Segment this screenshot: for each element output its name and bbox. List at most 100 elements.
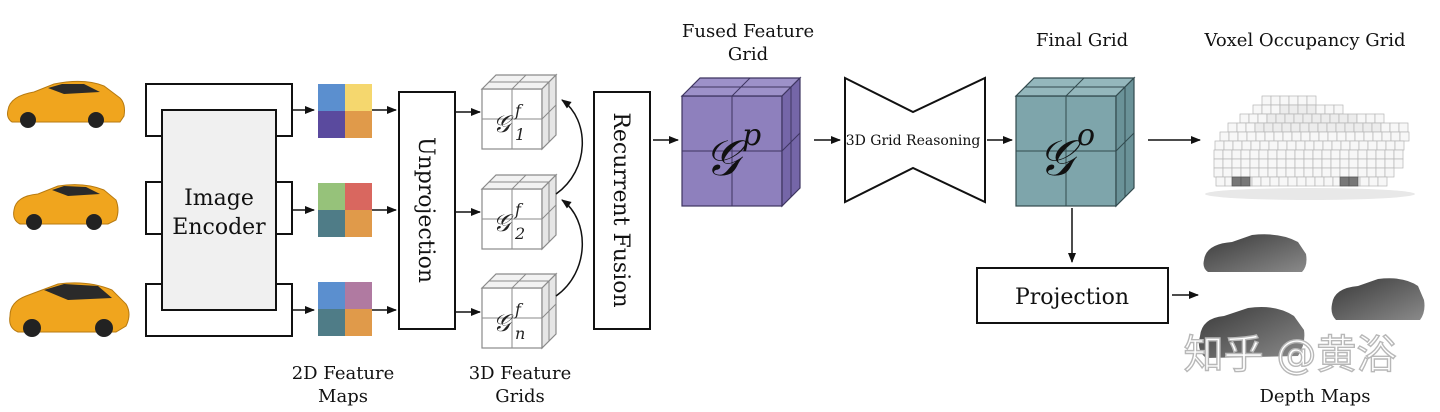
voxel [1303,149,1314,160]
feature-map-cell [318,210,345,237]
voxel [1317,122,1328,133]
voxel [1303,158,1314,169]
voxel [1313,140,1324,151]
voxel [1384,149,1395,160]
voxel [1236,122,1247,133]
voxel [1376,140,1387,151]
voxel [1353,122,1364,133]
voxel [1348,167,1359,178]
feature-map-cell [318,282,345,309]
voxel [1297,104,1308,115]
cube-grid-line [541,303,557,319]
feature-grid-n [480,272,558,350]
voxel [1273,131,1284,142]
feature-map-cell [345,210,372,237]
voxel [1375,158,1386,169]
voxel [1277,140,1288,151]
voxel [1254,122,1265,133]
voxel [1389,122,1400,133]
voxel [1275,113,1286,124]
voxel [1321,167,1332,178]
voxel [1213,167,1224,178]
feature-map-cell [345,309,372,336]
projection-label: Projection [1015,285,1129,310]
unprojection-label: Unprojection [413,137,438,283]
voxel [1258,158,1269,169]
voxel [1215,176,1226,187]
voxel [1281,122,1292,133]
voxel [1222,158,1233,169]
voxel [1232,140,1243,151]
voxel [1240,167,1251,178]
voxel [1261,95,1272,106]
symbol-gn-base: 𝒢 [493,309,514,337]
voxel [1286,140,1297,151]
grid-reasoning-label: 3D Grid Reasoning [846,133,981,149]
depth-map-3 [1198,307,1305,358]
voxel [1385,140,1396,151]
voxel [1285,158,1296,169]
voxel [1241,140,1252,151]
voxel [1228,131,1239,142]
projection-box [976,267,1169,324]
voxel [1261,104,1272,115]
voxel [1297,95,1308,106]
voxel [1339,158,1350,169]
voxel [1315,104,1326,115]
voxel [1366,149,1377,160]
voxel [1340,140,1351,151]
voxel-dark [1348,176,1359,187]
voxel [1287,176,1298,187]
voxel-dark [1231,176,1242,187]
voxel [1249,149,1260,160]
voxel [1309,131,1320,142]
symbol-g1: 𝒢 f 1 [493,101,525,144]
voxel [1267,158,1278,169]
voxel [1258,167,1269,178]
voxel [1260,176,1271,187]
voxel [1266,113,1277,124]
voxel [1302,113,1313,124]
voxel [1356,113,1367,124]
voxel [1312,149,1323,160]
watermark: 知乎 @黄浴 [1184,332,1397,378]
voxel [1290,122,1301,133]
voxel [1344,122,1355,133]
voxel [1347,113,1358,124]
symbol-g2-base: 𝒢 [493,209,514,237]
voxel [1339,149,1350,160]
grid-reasoning-shape [844,76,986,204]
recurrent-fusion-box [593,91,651,330]
voxel [1263,122,1274,133]
voxel [1285,167,1296,178]
voxel [1249,158,1260,169]
fused-feature-grid-title: Fused Feature Grid [681,21,815,65]
voxel [1249,167,1260,178]
voxel [1357,149,1368,160]
voxel [1393,149,1404,160]
voxel [1282,131,1293,142]
cube-grid-line [511,74,527,90]
voxel [1231,158,1242,169]
depth-map-2 [1331,278,1425,320]
voxel [1349,140,1360,151]
input-car-2 [13,184,119,230]
voxel [1348,158,1359,169]
symbol-g1-sub: 1 [515,125,525,144]
voxel [1284,113,1295,124]
voxel [1272,122,1283,133]
voxel [1252,104,1263,115]
voxel [1237,131,1248,142]
voxel [1288,95,1299,106]
voxel [1359,176,1370,187]
voxel [1276,158,1287,169]
voxel [1362,122,1373,133]
voxel [1365,113,1376,124]
voxel [1348,149,1359,160]
voxel [1246,131,1257,142]
cube-grid-line [781,132,801,152]
voxel [1375,167,1386,178]
voxel-dark [1339,176,1350,187]
voxel [1327,131,1338,142]
voxel [1248,113,1259,124]
